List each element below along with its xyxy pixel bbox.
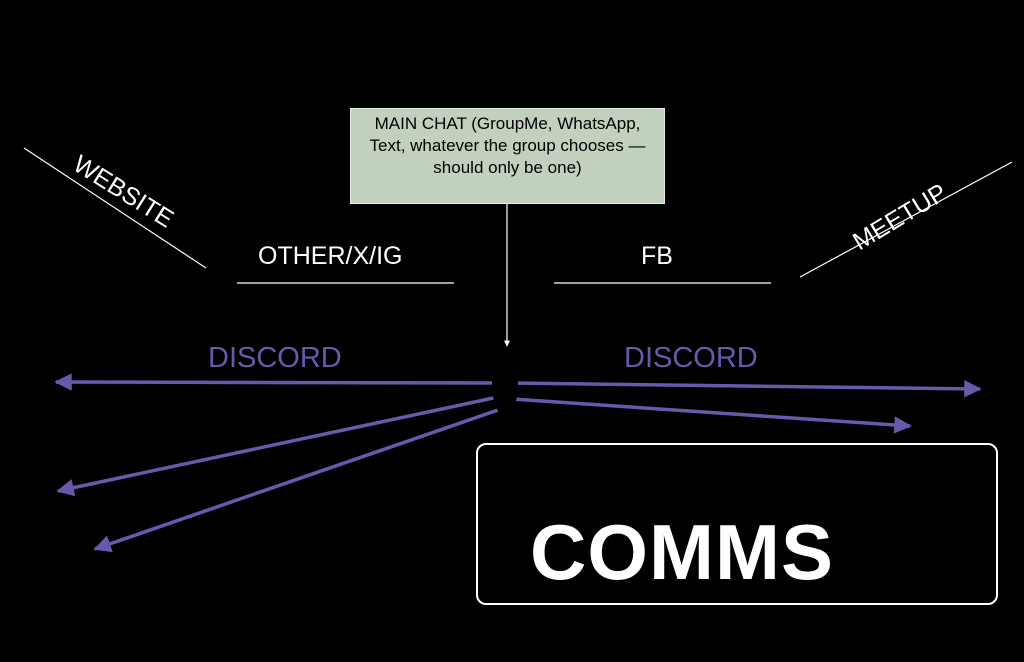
discord-left-arrow xyxy=(54,373,499,391)
website-divider-line xyxy=(23,147,207,269)
fb-label: FB xyxy=(641,242,673,270)
hub-node xyxy=(492,352,518,416)
meetup-divider-line xyxy=(799,161,1013,278)
comms-title: COMMS xyxy=(530,508,834,596)
discord-right-label: DISCORD xyxy=(624,342,758,374)
discord-left-label: DISCORD xyxy=(208,342,342,374)
discord-lower-left-arrow-2 xyxy=(93,408,499,553)
main-chat-text: MAIN CHAT (GroupMe, WhatsApp, Text, what… xyxy=(369,114,646,177)
comms-box: COMMS xyxy=(476,443,998,605)
discord-lower-left-arrow-1 xyxy=(56,395,499,497)
other-label: OTHER/X/IG xyxy=(258,242,403,270)
main-chat-box: MAIN CHAT (GroupMe, WhatsApp, Text, what… xyxy=(350,108,665,204)
discord-lower-right-arrow xyxy=(511,397,912,434)
discord-right-arrow xyxy=(511,380,982,398)
